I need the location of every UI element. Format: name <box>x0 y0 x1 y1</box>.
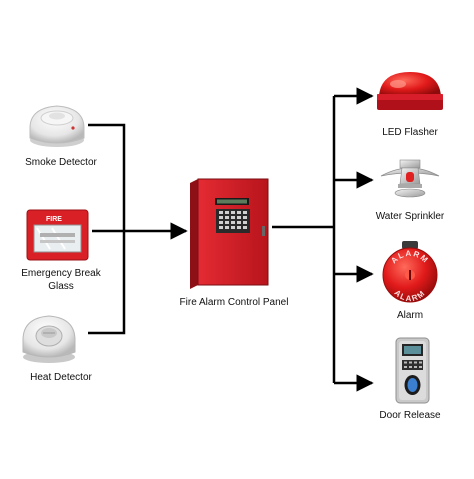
alarm-bell-text-bottom: ALARM <box>393 288 426 303</box>
alarm-label: Alarm <box>396 310 424 321</box>
heat-detector-label: Heat Detector <box>30 372 92 383</box>
input-bus-line <box>88 123 126 335</box>
output-connectors <box>272 87 374 392</box>
break-glass-label-line-1: Emergency Break <box>21 268 101 279</box>
control-panel-icon <box>190 178 269 289</box>
door-release-label: Door Release <box>379 410 441 421</box>
alarm-bell-icon: ALARM ALARM <box>382 241 438 303</box>
input-connectors <box>88 123 188 335</box>
water-sprinkler-icon <box>380 159 440 198</box>
door-release-icon <box>395 337 430 404</box>
break-glass-fire-text: FIRE <box>46 216 62 223</box>
break-glass-label-line-2: Glass <box>48 281 74 292</box>
break-glass-label: Emergency Break Glass <box>6 267 116 293</box>
led-flasher-label: LED Flasher <box>382 127 438 138</box>
led-flasher-icon <box>377 72 443 110</box>
svg-text:ALARM: ALARM <box>393 288 428 303</box>
water-sprinkler-label: Water Sprinkler <box>375 211 445 222</box>
smoke-detector-label: Smoke Detector <box>25 157 97 168</box>
smoke-detector-icon <box>29 105 85 147</box>
heat-detector-icon <box>22 315 76 363</box>
control-panel-label: Fire Alarm Control Panel <box>179 297 289 308</box>
break-glass-icon: FIRE <box>26 209 89 261</box>
